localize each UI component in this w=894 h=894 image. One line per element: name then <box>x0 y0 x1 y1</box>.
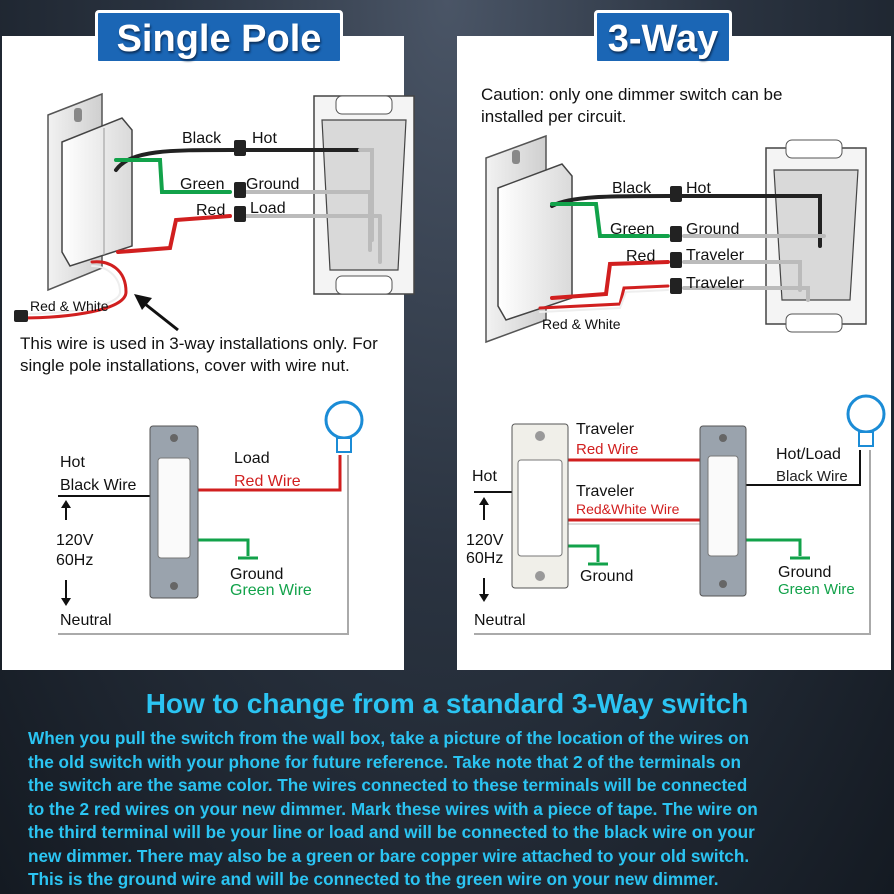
label-3way-traveler-1: Traveler <box>686 247 745 264</box>
sch-right-ground: Ground <box>580 568 634 585</box>
left-wires <box>18 148 382 320</box>
label-3way-black: Black <box>612 180 652 197</box>
left-switch-plate <box>149 425 199 599</box>
sch-left-voltage: 120V <box>56 532 94 549</box>
sch-right-voltage: 120V <box>466 532 504 549</box>
sch-right-hot-load: Hot/Load <box>776 446 841 463</box>
label-hot: Hot <box>252 130 277 147</box>
label-3way-green: Green <box>610 221 655 238</box>
label-green: Green <box>180 176 225 193</box>
label-ground: Ground <box>246 176 300 193</box>
sch-right-traveler-1: Traveler <box>576 421 635 438</box>
instruction-line: the old switch with your phone for futur… <box>28 751 742 772</box>
label-black: Black <box>182 130 222 147</box>
sch-left-black-wire: Black Wire <box>60 477 137 494</box>
right-switch-dimmer <box>699 425 747 597</box>
sch-left-load: Load <box>234 450 270 467</box>
sch-right-ground-2: Ground <box>778 564 832 581</box>
single-pole-title: Single Pole <box>95 10 343 64</box>
sch-left-green-wire: Green Wire <box>230 582 312 599</box>
sch-right-red-white-wire: Red&White Wire <box>576 501 680 517</box>
right-switch-standard <box>511 423 569 589</box>
label-3way-traveler-2: Traveler <box>686 275 745 292</box>
instruction-line: to the 2 red wires on your new dimmer. M… <box>28 798 758 819</box>
label-3way-red-white: Red & White <box>542 316 621 332</box>
instruction-line: When you pull the switch from the wall b… <box>28 728 749 748</box>
sch-right-neutral: Neutral <box>474 612 526 629</box>
sch-left-neutral: Neutral <box>60 612 112 629</box>
right-wire-nuts <box>670 186 682 294</box>
sch-right-frequency: 60Hz <box>466 550 504 567</box>
sch-right-green-wire: Green Wire <box>778 581 855 598</box>
instruction-line: new dimmer. There may also be a green or… <box>28 845 750 866</box>
sch-right-traveler-2: Traveler <box>576 483 635 500</box>
note-line-2: single pole installations, cover with wi… <box>20 356 350 375</box>
sch-left-frequency: 60Hz <box>56 552 94 569</box>
label-red: Red <box>196 202 226 219</box>
instruction-line: the switch are the same color. The wires… <box>28 775 748 795</box>
caution-line-2: installed per circuit. <box>481 107 627 126</box>
note-arrow <box>134 294 179 332</box>
sch-left-ground: Ground <box>230 566 284 583</box>
instruction-line: This is the ground wire and will be conn… <box>28 869 719 889</box>
instructions-heading: How to change from a standard 3-Way swit… <box>145 688 749 719</box>
left-schematic <box>58 455 349 635</box>
sch-right-hot: Hot <box>472 468 497 485</box>
right-schematic <box>474 450 871 635</box>
three-way-title: 3-Way <box>594 10 732 64</box>
label-red-white: Red & White <box>30 298 109 314</box>
sch-left-red-wire: Red Wire <box>234 473 301 490</box>
caution-line-1: Caution: only one dimmer switch can be <box>481 85 783 104</box>
left-wall-box <box>313 95 415 295</box>
label-load: Load <box>250 200 286 217</box>
label-3way-ground: Ground <box>686 221 740 238</box>
sch-right-red-wire: Red Wire <box>576 441 639 458</box>
right-bulb-icon <box>846 394 886 447</box>
right-wall-box <box>765 139 867 333</box>
label-3way-hot: Hot <box>686 180 711 197</box>
left-dimmer-3d <box>47 92 133 292</box>
instruction-line: the third terminal will be your line or … <box>28 822 755 842</box>
instructions-body: When you pull the switch from the wall b… <box>28 727 874 892</box>
sch-right-black-wire: Black Wire <box>776 468 848 485</box>
note-line-1: This wire is used in 3-way installations… <box>20 334 378 353</box>
sch-left-hot: Hot <box>60 454 85 471</box>
label-3way-red: Red <box>626 248 656 265</box>
left-wire-nuts <box>14 140 246 322</box>
left-bulb-icon <box>324 400 364 453</box>
